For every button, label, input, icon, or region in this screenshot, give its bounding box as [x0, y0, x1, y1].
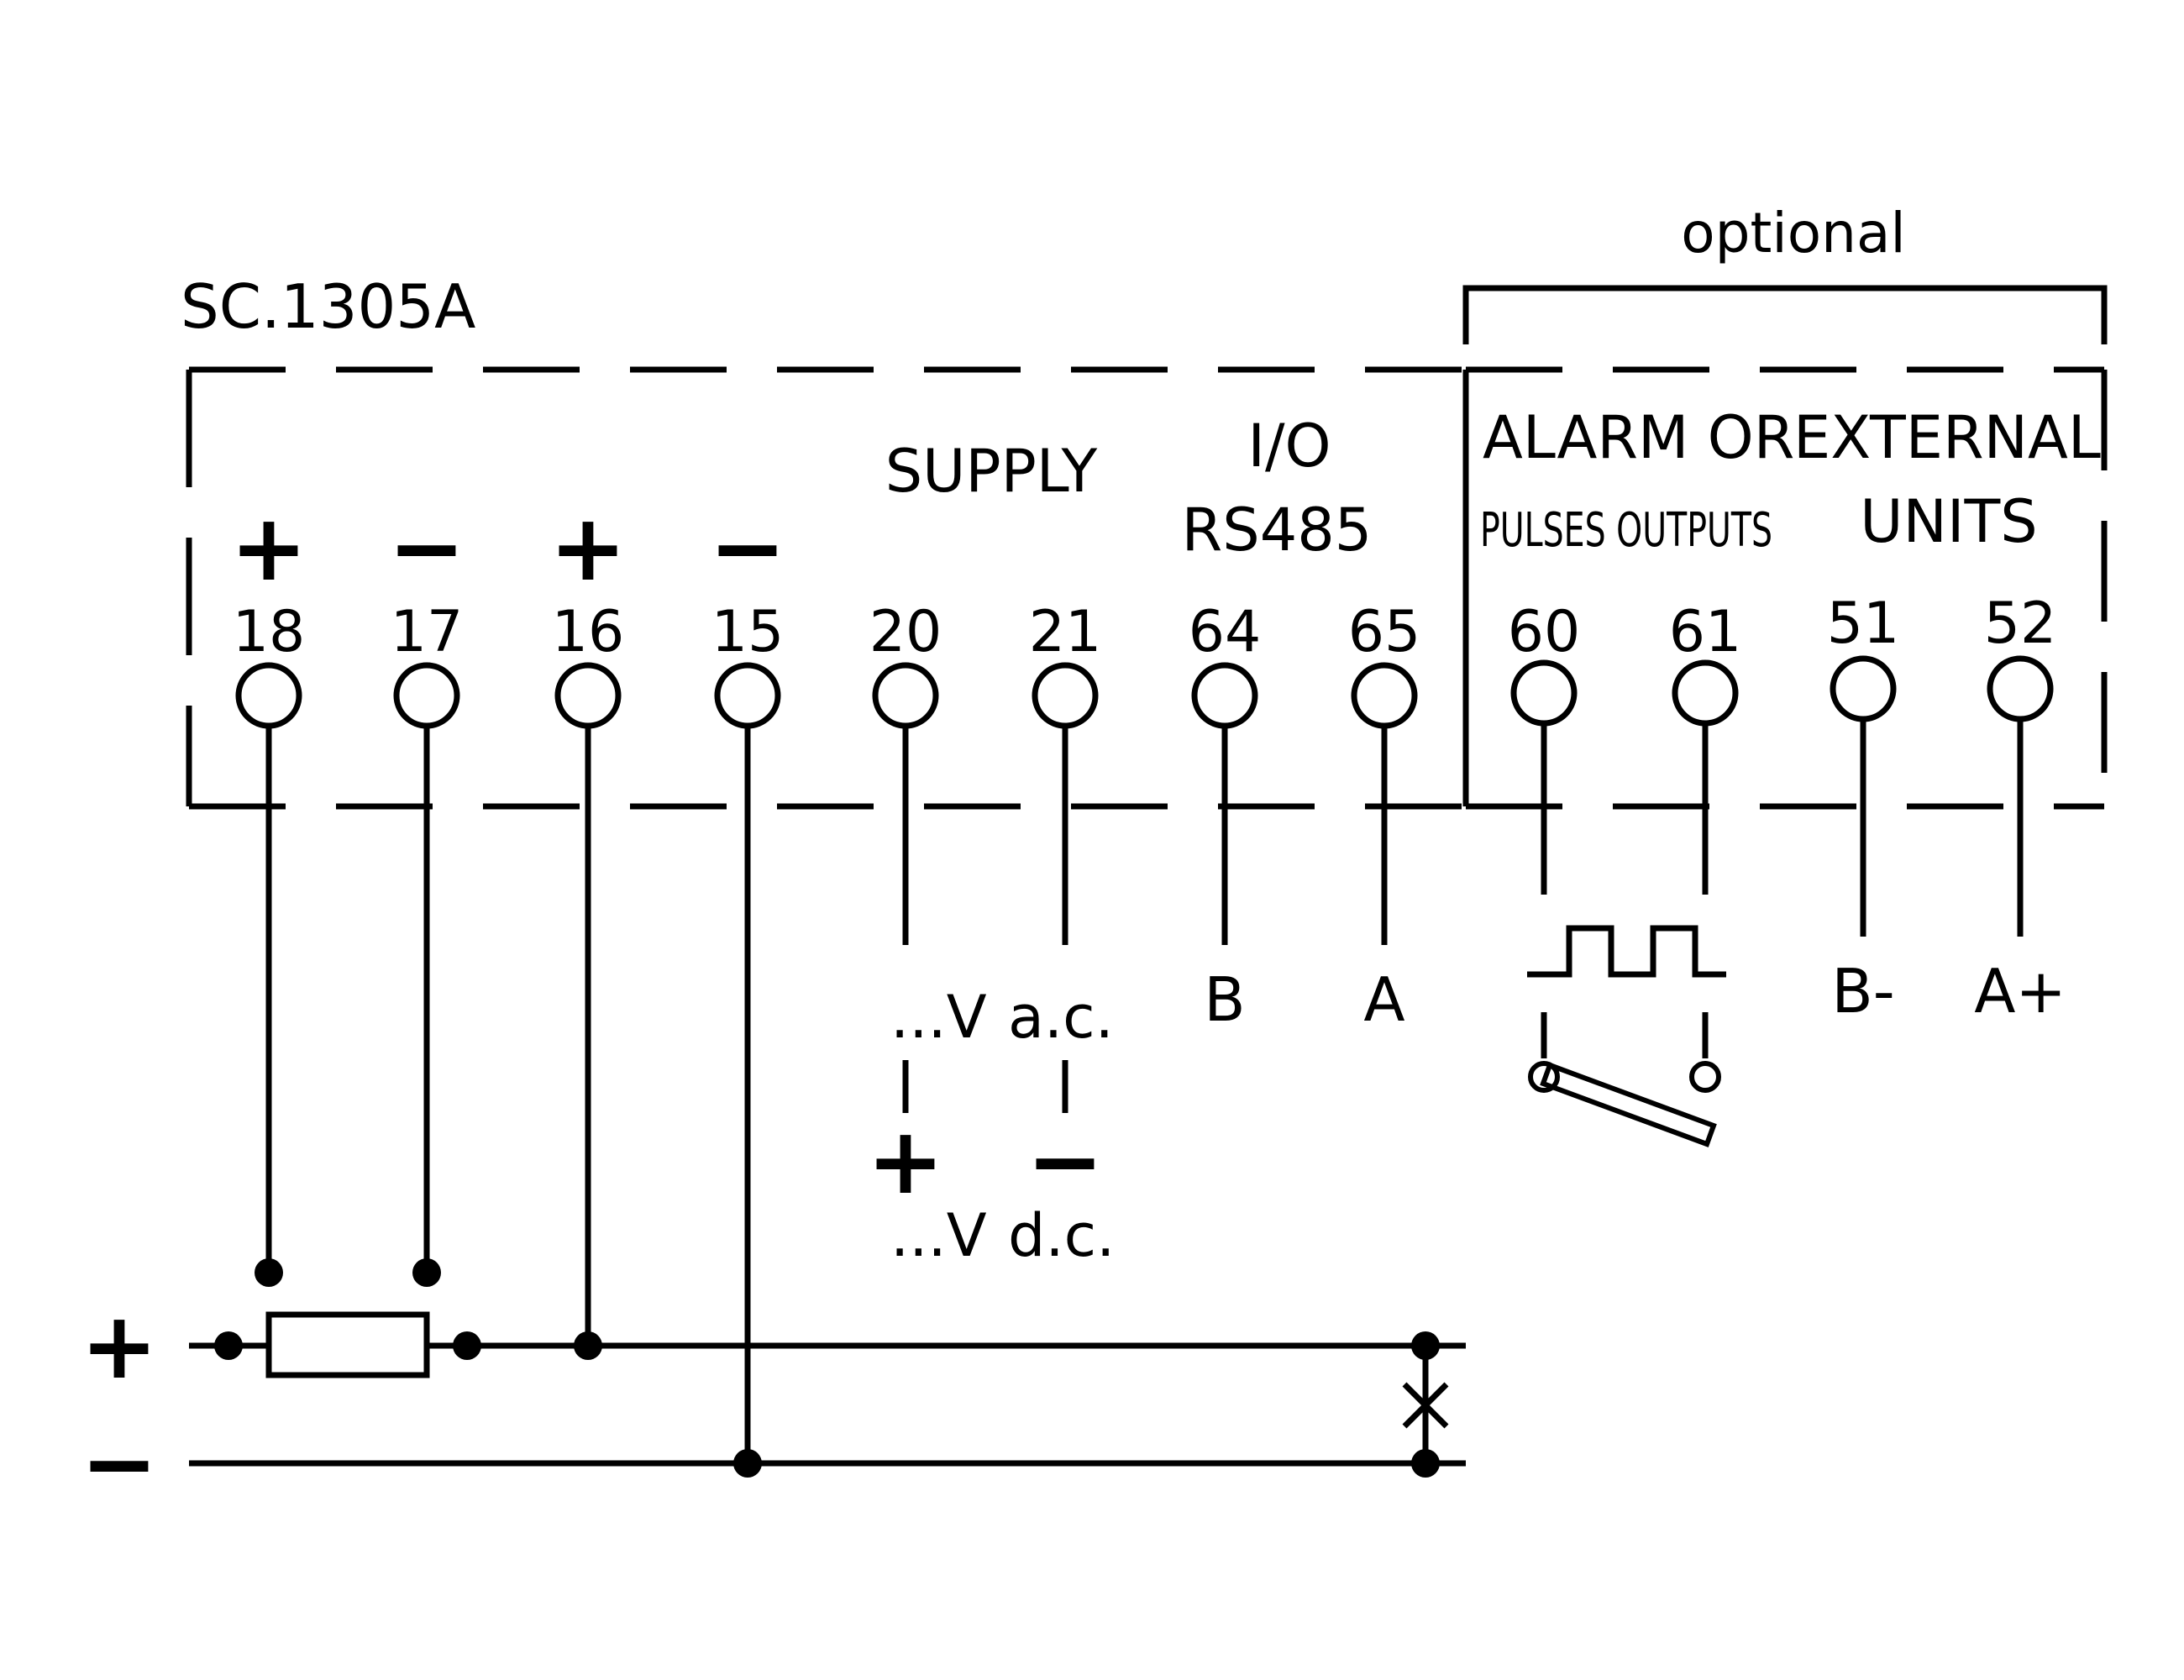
external-label: EXTERNAL	[1793, 403, 2101, 472]
terminal-number: 51	[1827, 591, 1900, 657]
terminal-18-circle	[235, 662, 302, 729]
supply-ac-type: a.c.	[1008, 983, 1114, 1052]
junction-dot	[574, 1331, 602, 1360]
terminal-number: 17	[391, 599, 464, 665]
terminal-65-circle	[1351, 662, 1418, 729]
terminal-number: 52	[1984, 591, 2057, 657]
terminal-15-circle	[714, 662, 781, 729]
supply-dc-voltage: ...V	[890, 1201, 987, 1270]
junction-dot	[733, 1449, 762, 1478]
optional-label: optional	[1681, 201, 1905, 265]
junction-dot	[214, 1331, 243, 1360]
units-label: UNITS	[1860, 487, 2037, 556]
terminal-number: 64	[1189, 599, 1262, 665]
terminal-number: 15	[711, 599, 785, 665]
io-label: I/O	[1247, 412, 1331, 480]
terminal-64-circle	[1191, 662, 1258, 729]
polarity-18: +	[230, 494, 307, 601]
device-model-label: SC.1305A	[181, 271, 475, 342]
alarm-label: ALARM OR	[1483, 403, 1794, 472]
polarity-15: −	[709, 494, 786, 601]
external-a-plus-label: A+	[1974, 956, 2066, 1026]
polarity-16: +	[549, 494, 627, 601]
terminal-61-circle	[1672, 659, 1739, 727]
terminal-52-circle	[1987, 655, 2054, 722]
bus-cross-mark-b	[1402, 1382, 1449, 1429]
rs485-a-label: A	[1363, 964, 1404, 1035]
terminal-number: 60	[1508, 599, 1581, 665]
switch-lever-icon	[1540, 1062, 1717, 1147]
terminal-21-circle	[1032, 662, 1099, 729]
terminal-number: 20	[869, 599, 942, 665]
terminal-20-circle	[872, 662, 939, 729]
terminal-51-circle	[1830, 655, 1897, 722]
pulses-outputs-label: PULSES OUTPUTS	[1480, 503, 1772, 558]
supply-dc-plus: +	[867, 1107, 944, 1215]
optional-bracket	[1462, 285, 2108, 344]
supply-dc-minus: −	[1026, 1107, 1104, 1215]
fuse-icon	[265, 1311, 430, 1378]
terminal-number: 61	[1669, 599, 1742, 665]
junction-dot	[453, 1331, 481, 1360]
terminal-60-circle	[1510, 659, 1578, 727]
supply-ac-voltage: ...V	[890, 983, 987, 1052]
terminal-number: 18	[233, 599, 306, 665]
terminal-number: 16	[552, 599, 625, 665]
supply-dc-type: d.c.	[1008, 1201, 1115, 1270]
terminal-16-circle	[554, 662, 622, 729]
rs485-label: RS485	[1182, 496, 1373, 564]
rs485-b-label: B	[1204, 964, 1245, 1035]
switch-contact-right	[1689, 1061, 1721, 1093]
terminal-17-circle	[393, 662, 460, 729]
junction-dot	[255, 1258, 283, 1287]
junction-dot	[1411, 1331, 1440, 1360]
external-b-minus-label: B-	[1831, 956, 1894, 1026]
junction-dot	[1411, 1449, 1440, 1478]
polarity-17: −	[388, 494, 465, 601]
plus-bus-label: +	[81, 1292, 158, 1399]
terminal-number: 21	[1029, 599, 1102, 665]
supply-label: SUPPLY	[885, 437, 1098, 506]
pulse-waveform-icon	[1527, 925, 1726, 978]
terminal-number: 65	[1348, 599, 1421, 665]
junction-dot	[412, 1258, 441, 1287]
minus-bus-label: −	[81, 1410, 158, 1517]
